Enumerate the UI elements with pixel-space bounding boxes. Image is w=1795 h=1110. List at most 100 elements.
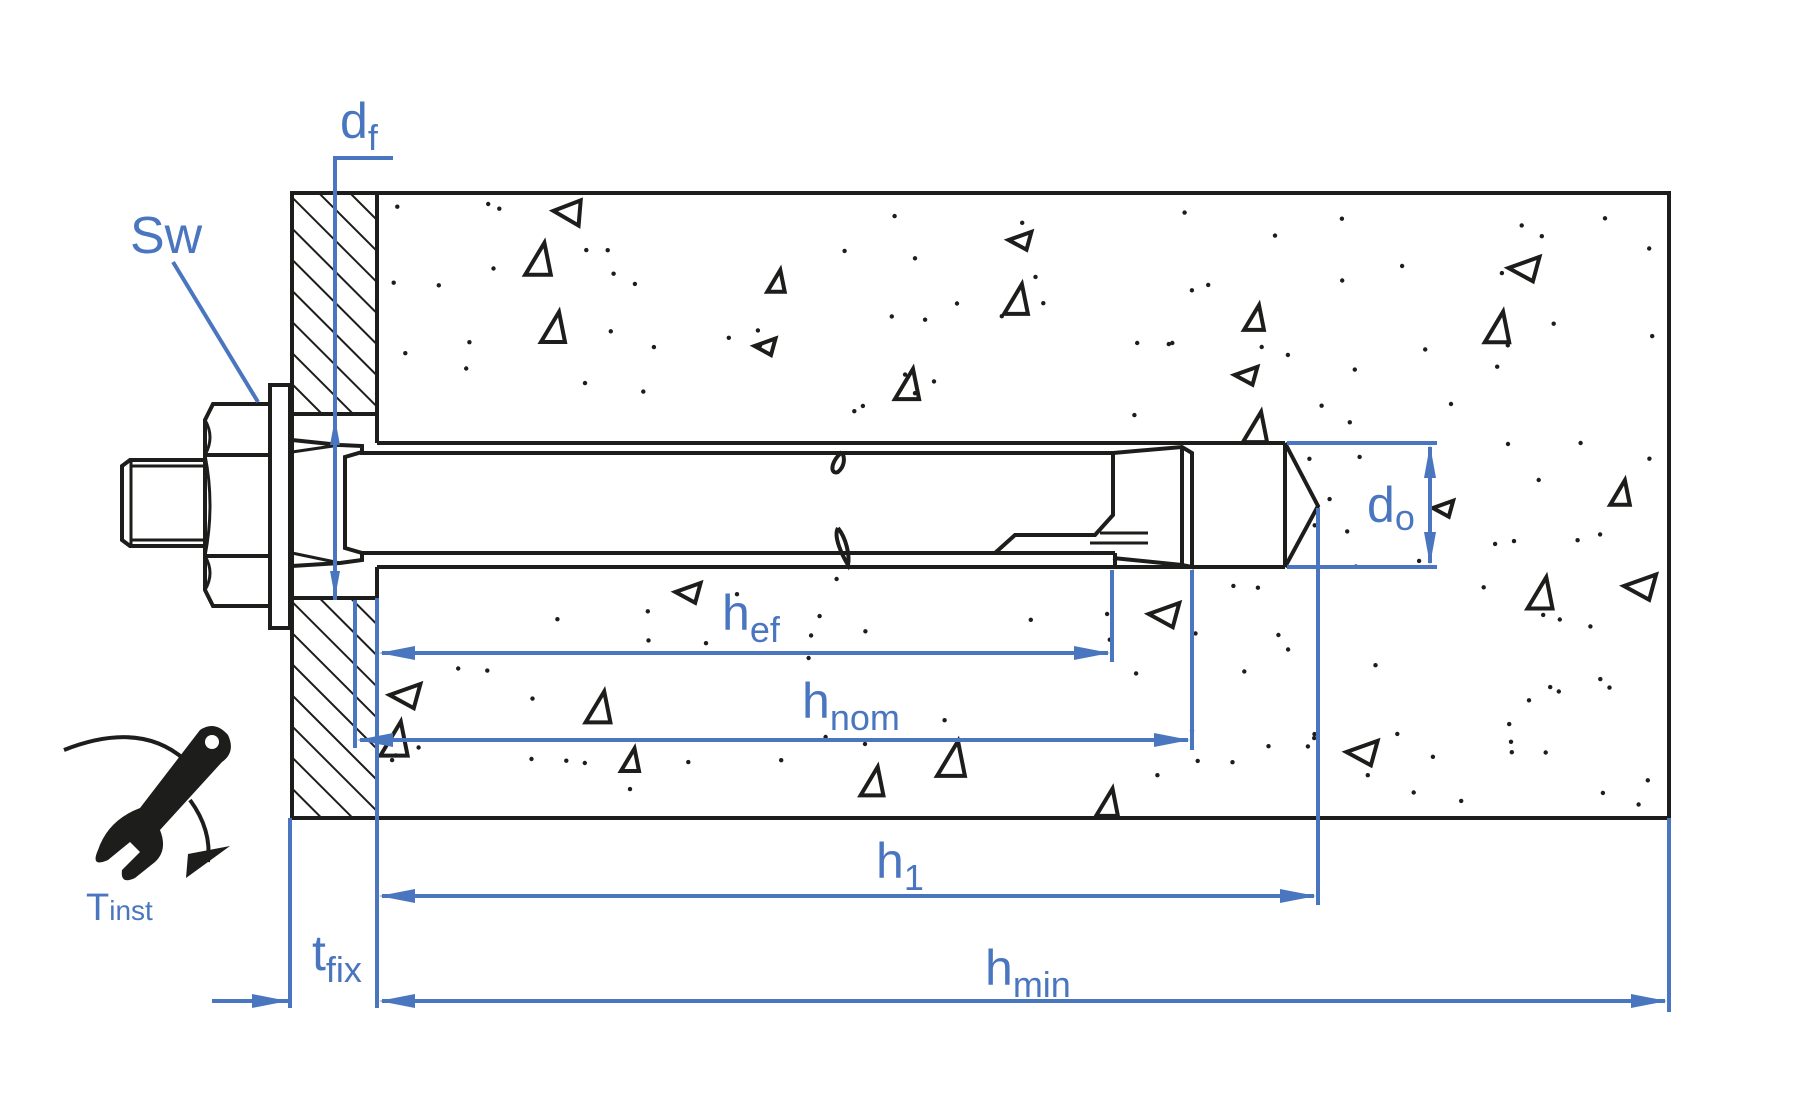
aggregate-dot [922,317,928,322]
aggregate-triangle [1606,474,1633,507]
aggregate-dot [564,758,569,763]
aggregate-triangle [1143,599,1183,631]
aggregate-dot [1519,223,1524,228]
aggregate-dot [530,696,535,701]
aggregate-dot [1276,632,1281,638]
aggregate-dot [608,329,613,334]
aggregate-dot [1430,754,1436,759]
aggregate-dot [860,403,866,409]
aggregate-triangle [384,680,424,712]
aggregate-dot [1133,671,1139,676]
do-label: do [1367,477,1415,538]
aggregate-dot [651,344,657,350]
aggregate-dot [584,247,589,253]
dimensions [171,156,1671,1012]
sw-leader [171,260,260,404]
aggregate-dot [1312,731,1317,737]
aggregate-dot [902,372,908,377]
aggregate-dot [1373,663,1378,668]
aggregate-dot [1285,352,1291,358]
aggregate-triangle [1523,571,1555,611]
aggregate-dot [1339,216,1345,221]
aggregate-dot [954,301,960,306]
aggregate-dot [1347,420,1353,425]
aggregate-dot [779,758,784,763]
aggregate-dot [1182,210,1187,215]
aggregate-dot [1598,676,1603,682]
aggregate-dot [889,314,894,319]
aggregate-dot [1266,744,1271,749]
aggregate-triangle [1427,497,1457,520]
aggregate-dot [391,280,396,285]
aggregate-dot [605,248,610,253]
aggregate-dot [1543,750,1548,755]
h1-label: h1 [876,833,924,898]
aggregate-dot [1645,778,1651,783]
aggregate-dot [529,756,534,762]
aggregate-dot [1647,246,1652,251]
aggregate-dot [1193,631,1198,636]
aggregate-triangle [1003,228,1035,253]
aggregate-dot [806,655,811,661]
aggregate-dot [1307,456,1312,461]
aggregate-triangle [1239,406,1270,445]
aggregate-triangle [1481,306,1512,345]
hnom-label: hnom [802,673,900,738]
aggregate-dot [486,201,491,207]
drilled-hole [377,441,1285,569]
aggregate-dot [1607,685,1612,690]
aggregate-dot [1399,263,1405,269]
aggregate-dot [1285,647,1291,652]
aggregate-dot [1499,270,1505,276]
aggregate-dot [1395,731,1400,737]
aggregate-dot [1492,541,1498,547]
aggregate-dot [1104,611,1110,617]
aggregate-triangle [1000,278,1031,316]
df-leader [333,156,393,600]
aggregate-dot [646,638,651,643]
aggregate-dot [1166,341,1172,347]
aggregate-dot [808,633,814,638]
aggregate-dot [1230,760,1235,765]
aggregate-dot [1511,538,1517,544]
aggregate-triangle [1240,299,1267,332]
aggregate-dot [436,283,441,288]
aggregate-dot [1357,454,1362,460]
aggregate-triangle [933,735,968,778]
aggregate-dot [1132,412,1137,418]
aggregate-dot [403,351,408,356]
aggregate-dot [1340,278,1345,283]
aggregate-triangle [1229,363,1261,388]
aggregate-dot [942,718,947,723]
aggregate-triangle [857,761,886,798]
hef-label: hef [722,585,781,650]
aggregate-dot [892,213,897,219]
aggregate-dot [582,380,588,386]
aggregate-dot [1448,401,1454,407]
aggregate-dot [1206,282,1211,288]
aggregate-dot [641,389,646,394]
aggregate-dot [1231,583,1236,589]
aggregate-dot [842,248,847,254]
aggregate-dot [863,629,868,634]
aggregate-triangle [548,197,583,229]
aggregate-dot [1195,758,1200,764]
aggregate-dot [1509,750,1515,755]
aggregate-dot [491,266,496,271]
aggregate-dot [1170,340,1175,346]
aggregate-dot [1020,220,1025,225]
aggregate-dot [1365,773,1371,778]
aggregate-dot [464,366,469,371]
aggregate-dot [467,340,472,345]
aggregate-triangle [1503,253,1543,285]
aggregate-dot [817,613,822,619]
aggregate-dot [1507,721,1512,727]
tfix-label: tfix [312,925,362,990]
hmin-label: hmin [985,940,1071,1005]
aggregate-dot [686,759,691,765]
aggregate-dot [1541,612,1546,618]
aggregate-dot [834,576,839,582]
anchor-bolt [120,383,1321,630]
aggregate-triangle [1341,737,1381,769]
